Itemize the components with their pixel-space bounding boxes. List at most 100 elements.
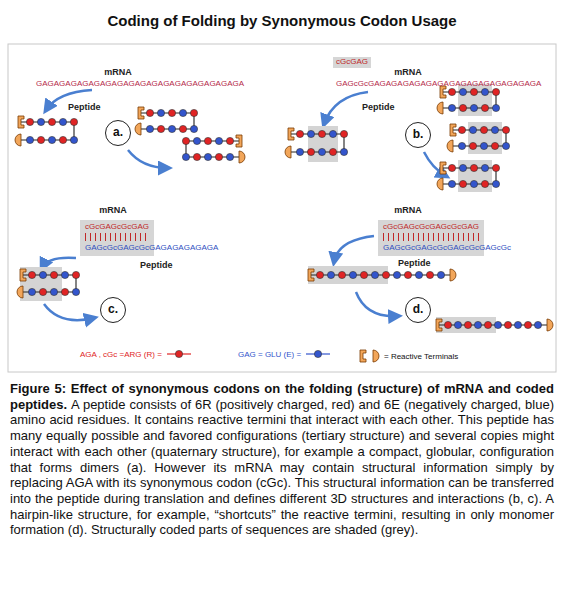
- amino-acid-residue: [481, 88, 488, 95]
- reactive-terminal: [547, 319, 553, 331]
- curved-arrow: [42, 258, 76, 268]
- amino-acid-residue: [340, 130, 347, 137]
- amino-acid-residue: [70, 136, 77, 143]
- amino-acid-residue: [179, 125, 186, 132]
- amino-acid-residue: [37, 118, 44, 125]
- amino-acid-residue: [28, 288, 35, 295]
- amino-acid-residue: [459, 180, 466, 187]
- amino-acid-residue: [190, 109, 197, 116]
- structural-shading: [20, 267, 62, 301]
- amino-acid-residue: [157, 125, 164, 132]
- amino-acid-residue: [72, 288, 79, 295]
- structural-shading: [468, 122, 502, 154]
- amino-acid-residue: [502, 142, 509, 149]
- reactive-terminal: [17, 286, 23, 298]
- amino-acid-residue: [459, 104, 466, 111]
- panel-letter: c.: [108, 303, 118, 316]
- amino-acid-residue: [514, 321, 521, 328]
- amino-acid-residue: [307, 130, 314, 137]
- amino-acid-residue: [146, 125, 153, 132]
- panel-letter-circle: d.: [405, 297, 431, 323]
- amino-acid-residue: [182, 153, 189, 160]
- codon-sequence: cGcGAG: [336, 58, 368, 67]
- amino-acid-residue: [448, 180, 455, 187]
- amino-acid-residue: [327, 271, 334, 278]
- reactive-terminal: [450, 124, 456, 136]
- amino-acid-residue: [296, 148, 303, 155]
- structural-shading: [308, 126, 338, 162]
- part-label: Peptide: [398, 259, 431, 269]
- amino-acid-residue: [37, 136, 44, 143]
- amino-acid-residue: [61, 288, 68, 295]
- part-label: mRNA: [104, 68, 132, 78]
- amino-acid-residue: [72, 271, 79, 278]
- amino-acid-residue: [215, 137, 222, 144]
- amino-acid-residue: [193, 153, 200, 160]
- amino-acid-residue: [318, 130, 325, 137]
- legend-text: GAG = GLU (E) =: [238, 350, 301, 359]
- curved-arrow: [324, 92, 368, 124]
- mrna-sequence: GAGcGcGAGAGAGAGAGAGAGAGAGAGAGAGAGAGA: [336, 80, 541, 89]
- reactive-terminal: [447, 140, 453, 152]
- amino-acid-residue: [360, 271, 367, 278]
- flow-arrows: [42, 90, 446, 320]
- curved-arrow: [334, 236, 374, 262]
- curved-arrow: [44, 304, 94, 320]
- amino-acid-residue: [470, 104, 477, 111]
- amino-acid-residue: [193, 137, 200, 144]
- amino-acid-residue: [393, 271, 400, 278]
- amino-acid-residue: [491, 142, 498, 149]
- amino-acid-residue: [204, 153, 211, 160]
- caption-body: A peptide consists of 6R (positively cha…: [10, 397, 554, 538]
- amino-acid-residue: [459, 164, 466, 171]
- amino-acid-residue: [474, 321, 481, 328]
- amino-acid-residue: [469, 142, 476, 149]
- amino-acid-residue: [469, 126, 476, 133]
- amino-acid-residue: [458, 142, 465, 149]
- amino-acid-residue: [168, 109, 175, 116]
- amino-acid-residue: [39, 271, 46, 278]
- amino-acid-residue: [494, 321, 501, 328]
- amino-acid-residue: [39, 288, 46, 295]
- amino-acid-residue: [524, 321, 531, 328]
- amino-acid-residue: [349, 271, 356, 278]
- panel-letter-circle: a.: [105, 120, 131, 146]
- amino-acid-residue: [480, 142, 487, 149]
- amino-acid-residue: [340, 148, 347, 155]
- mrna-sequence: GAGcGcGAGcGcGAGAGAGAGAGA: [85, 244, 218, 253]
- reactive-terminal: [450, 269, 456, 281]
- amino-acid-residue: [168, 125, 175, 132]
- amino-acid-residue: [50, 271, 57, 278]
- amino-acid-residue: [204, 137, 211, 144]
- reactive-terminal: [308, 269, 314, 281]
- base-pair-bars: [383, 233, 479, 241]
- curved-arrow: [424, 152, 446, 176]
- structural-shading: [436, 317, 496, 333]
- amino-acid-residue: [371, 271, 378, 278]
- reactive-terminal: [437, 102, 443, 114]
- amino-acid-residue: [470, 180, 477, 187]
- amino-acid-residue: [296, 130, 303, 137]
- mrna-sequence: GAGcGcGAGcGcGAGcGcGAGcGc: [383, 244, 511, 253]
- amino-acid-residue: [48, 136, 55, 143]
- part-label: mRNA: [99, 206, 127, 216]
- reactive-terminal: [239, 151, 245, 163]
- legend-symbol: [355, 349, 381, 363]
- reactive-terminal: [236, 135, 242, 147]
- legend-item: GAG = GLU (E) =: [238, 349, 335, 359]
- reactive-terminal: [373, 350, 379, 362]
- amino-acid-residue: [492, 88, 499, 95]
- curved-arrow: [356, 292, 398, 316]
- mrna-sequence: GAGAGAGAGAGAGAGAGAGAGAGAGAGAGAGAGAGA: [36, 80, 244, 89]
- amino-acid-residue: [146, 109, 153, 116]
- amino-acid-residue: [492, 180, 499, 187]
- amino-acid-residue: [215, 153, 222, 160]
- amino-acid-residue: [315, 350, 322, 357]
- structural-shading: [458, 160, 492, 192]
- reactive-terminal: [20, 269, 26, 281]
- amino-acid-residue: [464, 321, 471, 328]
- amino-acid-residue: [480, 126, 487, 133]
- legend-text: AGA , cGc =ARG (R) =: [80, 350, 162, 359]
- codon-sequence: cGcGAGcGcGAG: [85, 223, 149, 232]
- amino-acid-residue: [484, 321, 491, 328]
